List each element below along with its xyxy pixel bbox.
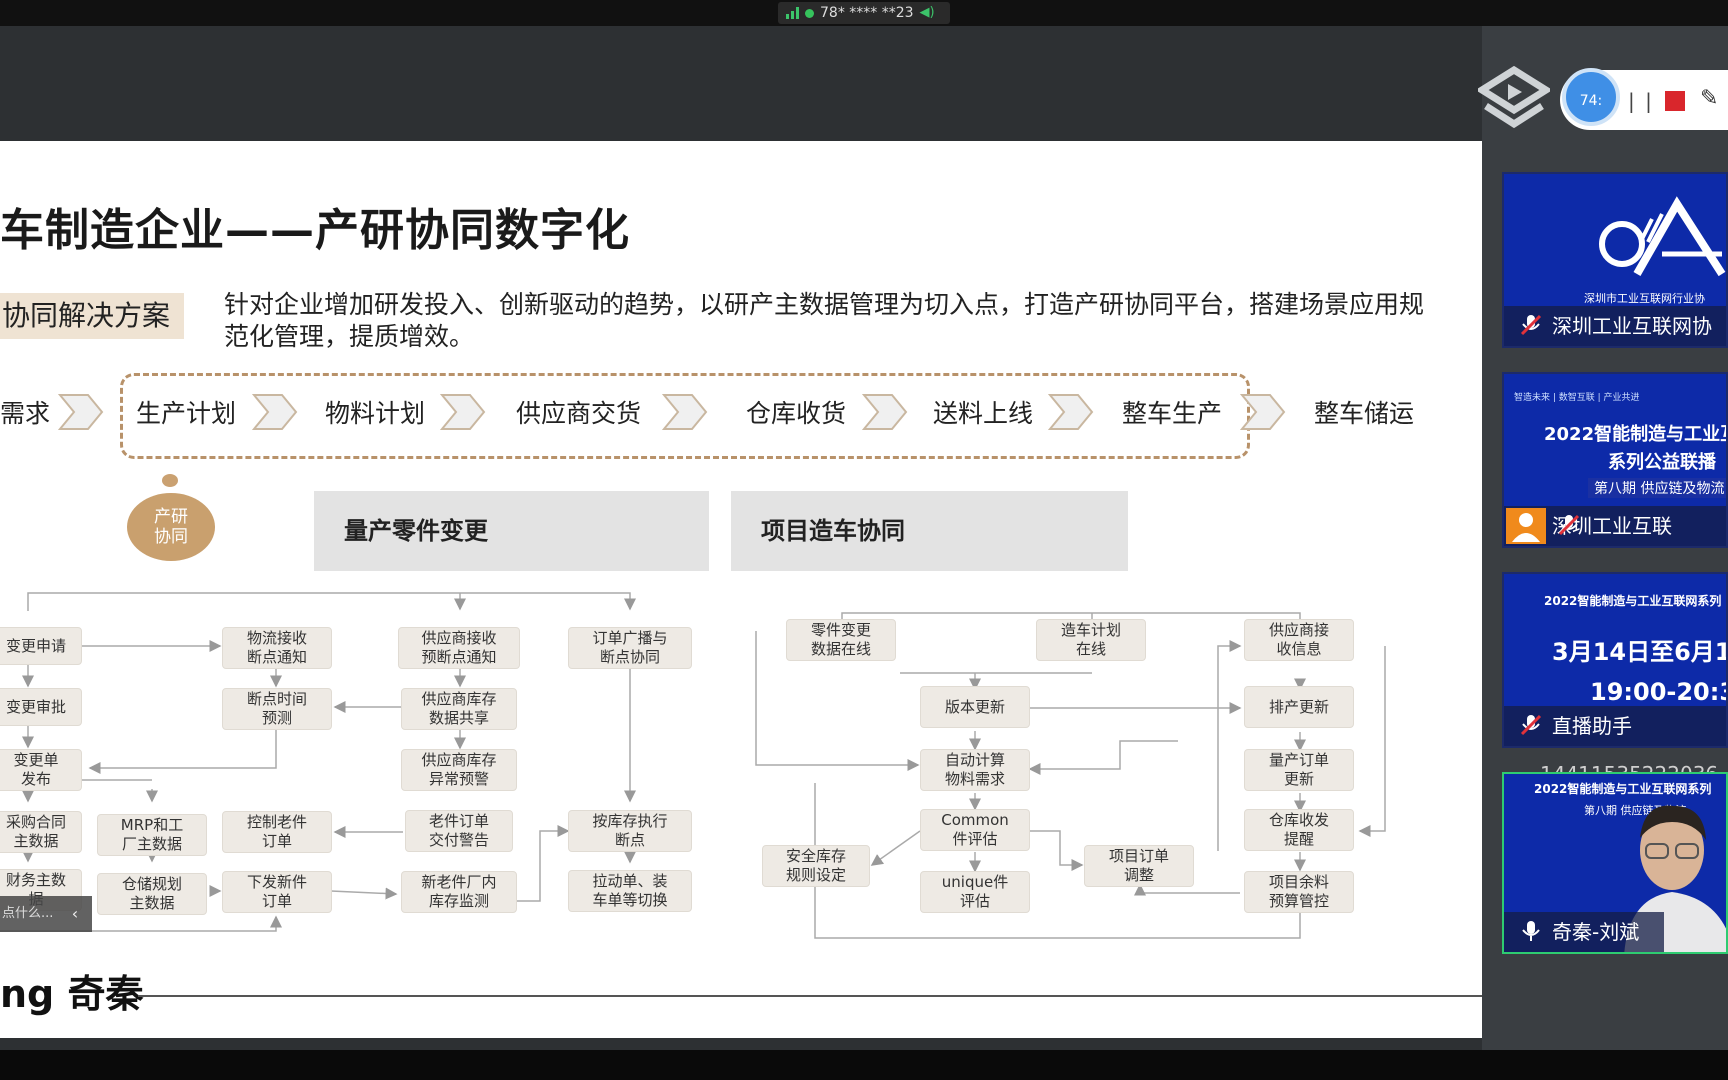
search-hint-toast[interactable]: 点什么... ‹ [0, 896, 92, 932]
node-warehouse-planning: 仓储规划 主数据 [97, 873, 207, 915]
node-project-order-adjust: 项目订单 调整 [1084, 845, 1194, 887]
chevron-right-icon [252, 394, 298, 430]
tile-date: 3月14日至6月1 [1552, 638, 1728, 666]
pause-icon[interactable]: | | [1628, 89, 1654, 113]
node-supplier-receive-info: 供应商接 收信息 [1244, 619, 1354, 661]
tile-heading: 2022智能制造与工业互 [1544, 424, 1728, 445]
bottom-bar [0, 1050, 1728, 1080]
node-purchase-contract: 采购合同 主数据 [0, 811, 82, 853]
chevron-right-icon [440, 394, 486, 430]
node-unique-part-eval: unique件 评估 [920, 871, 1030, 913]
chevron-left-icon[interactable]: ‹ [71, 904, 79, 923]
speaker-icon[interactable]: ◀) [919, 5, 935, 20]
brand-logo: ng 奇秦 [0, 972, 144, 1016]
footer-divider [138, 995, 1482, 997]
node-pull-order-switch: 拉动单、装 车单等切换 [568, 870, 692, 912]
participant-tile-4-active[interactable]: 2022智能制造与工业互联网系列 第八期 供应链及物流 奇秦-刘斌 [1502, 772, 1728, 954]
signal-icon [786, 7, 799, 19]
live-logo-icon[interactable] [1478, 66, 1550, 130]
node-breakpoint-forecast: 断点时间 预测 [222, 688, 332, 730]
node-logistics-notice: 物流接收 断点通知 [222, 627, 332, 669]
participant-name: 直播助手 [1504, 706, 1726, 746]
slide-title: 车制造企业——产研协同数字化 [0, 205, 630, 256]
panel-project-vehicle: 项目造车协同 [731, 491, 1128, 571]
mic-muted-icon [1520, 714, 1542, 736]
circle-connector-dot [162, 474, 178, 487]
node-auto-material-calc: 自动计算 物料需求 [920, 749, 1030, 791]
node-old-order-warning: 老件订单 交付警告 [405, 810, 513, 852]
presentation-slide: 车制造企业——产研协同数字化 协同解决方案 针对企业增加研发投入、创新驱动的趋势… [0, 141, 1482, 1038]
panel-mass-production-change: 量产零件变更 [314, 491, 709, 571]
node-common-part-eval: Common 件评估 [920, 809, 1030, 851]
tile-time: 19:00-20:30 [1590, 678, 1726, 706]
node-execute-breakpoint: 按库存执行 断点 [568, 810, 692, 852]
process-step: 送料上线 [933, 399, 1034, 428]
solution-tag: 协同解决方案 [0, 293, 184, 339]
live-timer[interactable]: 74: [1562, 68, 1620, 126]
process-step: 生产计划 [136, 399, 237, 428]
collaboration-circle: 产研 协同 [127, 493, 215, 561]
chevron-right-icon [1048, 394, 1094, 430]
node-schedule-update: 排产更新 [1244, 686, 1354, 728]
node-warehouse-reminder: 仓库收发 提醒 [1244, 809, 1354, 851]
tile-heading: 2022智能制造与工业互联网系列 [1544, 594, 1722, 608]
meeting-info-pill[interactable]: 78* **** **23 ◀) [778, 2, 950, 24]
tile-banner-text: 深圳市工业互联网行业协 [1584, 292, 1705, 305]
circle-label: 产研 协同 [154, 507, 188, 547]
process-dashed-box [120, 373, 1250, 459]
tile-subheading: 系列公益联播 [1608, 452, 1716, 473]
node-supplier-inventory-share: 供应商库存 数据共享 [401, 688, 517, 730]
node-control-old-orders: 控制老件 订单 [222, 811, 332, 853]
top-bar: 78* **** **23 ◀) [0, 0, 1728, 26]
participant-tile-2[interactable]: 智造未来 | 数智互联 | 产业共进 2022智能制造与工业互 系列公益联播 第… [1502, 372, 1728, 548]
participant-tile-3[interactable]: 2022智能制造与工业互联网系列 3月14日至6月1 19:00-20:30 直… [1502, 572, 1728, 748]
node-supplier-pre-notice: 供应商接收 预断点通知 [398, 627, 520, 669]
node-mrp-master-data: MRP和工 厂主数据 [97, 814, 207, 856]
node-change-approval: 变更审批 [0, 688, 82, 726]
participant-name: 深圳工业互联网协 [1504, 306, 1726, 346]
node-version-update: 版本更新 [920, 686, 1030, 728]
chevron-right-icon [1240, 394, 1286, 430]
process-step: 物料计划 [325, 399, 426, 428]
process-step: 供应商交货 [516, 399, 642, 428]
node-safety-stock-rules: 安全库存 规则设定 [762, 845, 870, 887]
tile-episode: 第八期 供应链及物流 [1588, 478, 1726, 498]
node-supplier-inventory-alert: 供应商库存 异常预警 [401, 749, 517, 791]
pen-icon[interactable]: ✎ [1700, 86, 1719, 111]
avatar-icon [1506, 508, 1546, 544]
node-change-release: 变更单 发布 [0, 749, 82, 791]
node-new-orders: 下发新件 订单 [222, 871, 332, 913]
node-order-broadcast: 订单广播与 断点协同 [568, 627, 692, 669]
mic-icon [1522, 921, 1540, 941]
toast-text: 点什么... [2, 906, 54, 921]
node-inventory-monitor: 新老件厂内 库存监测 [401, 871, 517, 913]
participant-tile-1[interactable]: 深圳市工业互联网行业协 深圳工业互联网协 [1502, 172, 1728, 348]
shared-screen-area: 车制造企业——产研协同数字化 协同解决方案 针对企业增加研发投入、创新驱动的趋势… [0, 26, 1482, 1050]
node-mass-order-update: 量产订单 更新 [1244, 749, 1354, 791]
node-leftover-budget: 项目余料 预算管控 [1244, 871, 1354, 913]
tile-slogan: 智造未来 | 数智互联 | 产业共进 [1514, 393, 1640, 403]
tile-heading: 2022智能制造与工业互联网系列 [1534, 782, 1712, 796]
association-logo-icon [1599, 196, 1726, 277]
mic-muted-icon [1558, 514, 1580, 536]
node-build-plan-online: 造车计划 在线 [1036, 619, 1146, 661]
chevron-right-icon [662, 394, 708, 430]
process-step: 需求 [0, 399, 51, 428]
chevron-right-icon [58, 394, 104, 430]
slide-description: 针对企业增加研发投入、创新驱动的趋势，以研产主数据管理为切入点，打造产研协同平台… [224, 290, 1425, 351]
process-step: 仓库收货 [746, 399, 847, 428]
stop-icon[interactable] [1665, 91, 1685, 111]
meeting-id: 78* **** **23 [820, 5, 914, 21]
status-dot-icon [805, 8, 814, 18]
process-step: 整车储运 [1314, 399, 1415, 428]
mic-muted-icon [1520, 314, 1542, 336]
node-change-request: 变更申请 [0, 627, 82, 665]
process-step: 整车生产 [1122, 399, 1223, 428]
node-part-change-online: 零件变更 数据在线 [786, 619, 896, 661]
chevron-right-icon [862, 394, 908, 430]
